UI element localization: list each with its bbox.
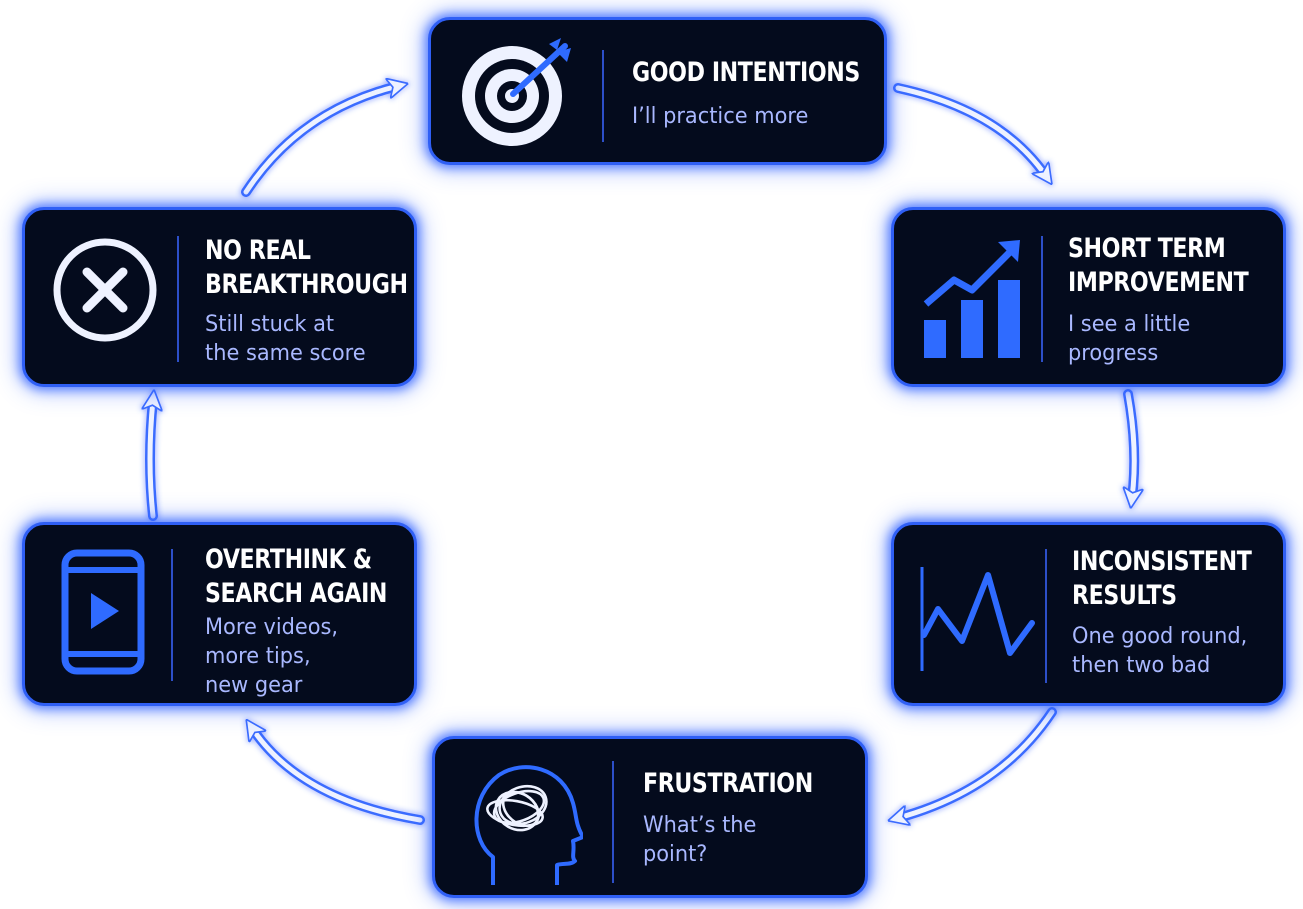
stage-title: OVERTHINK & SEARCH AGAIN <box>205 544 388 609</box>
arrow-overthink-to-no-breakthrough <box>150 400 153 521</box>
stage-subtitle: What’s the point? <box>643 813 757 867</box>
stage-subtitle: I see a little progress <box>1068 312 1191 366</box>
stage-title: GOOD INTENTIONS <box>632 57 860 88</box>
divider <box>602 50 604 142</box>
target-icon <box>453 36 579 148</box>
stage-short-term-improvement: SHORT TERM IMPROVEMENT I see a little pr… <box>891 207 1286 387</box>
stage-good-intentions: GOOD INTENTIONS I’ll practice more <box>428 17 887 165</box>
stage-title: INCONSISTENT RESULTS <box>1072 546 1252 611</box>
bar-chart-icon <box>920 236 1025 361</box>
divider <box>177 236 179 362</box>
x-circle-icon <box>51 236 159 344</box>
stage-subtitle: More videos, more tips, new gear <box>205 615 339 698</box>
stage-subtitle: One good round, then two bad <box>1072 624 1248 678</box>
stage-subtitle: I’ll practice more <box>632 104 809 129</box>
stage-title: SHORT TERM IMPROVEMENT <box>1068 233 1249 298</box>
arrow-inconsistent-to-frustration <box>898 707 1057 818</box>
divider <box>1041 236 1043 362</box>
stage-subtitle: Still stuck at the same score <box>205 312 366 366</box>
divider <box>171 549 173 681</box>
divider <box>1045 549 1047 683</box>
stage-title: FRUSTRATION <box>643 768 813 799</box>
divider <box>612 761 614 883</box>
stage-title: NO REAL BREAKTHROUGH <box>205 235 408 300</box>
zigzag-graph-icon <box>918 563 1038 675</box>
stage-no-real-breakthrough: NO REAL BREAKTHROUGH Still stuck at the … <box>22 207 417 387</box>
arrow-improvement-to-inconsistent <box>1128 389 1134 498</box>
arrow-intentions-to-improvement <box>893 83 1046 176</box>
arrow-no-breakthrough-to-intentions <box>241 86 398 197</box>
tangled-head-icon <box>463 757 583 891</box>
stage-overthink-search-again: OVERTHINK & SEARCH AGAIN More videos, mo… <box>22 522 417 706</box>
phone-play-icon <box>61 549 145 675</box>
stage-frustration: FRUSTRATION What’s the point? <box>432 736 868 898</box>
stage-inconsistent-results: INCONSISTENT RESULTS One good round, the… <box>891 522 1286 706</box>
arrow-frustration-to-overthink <box>252 728 425 825</box>
